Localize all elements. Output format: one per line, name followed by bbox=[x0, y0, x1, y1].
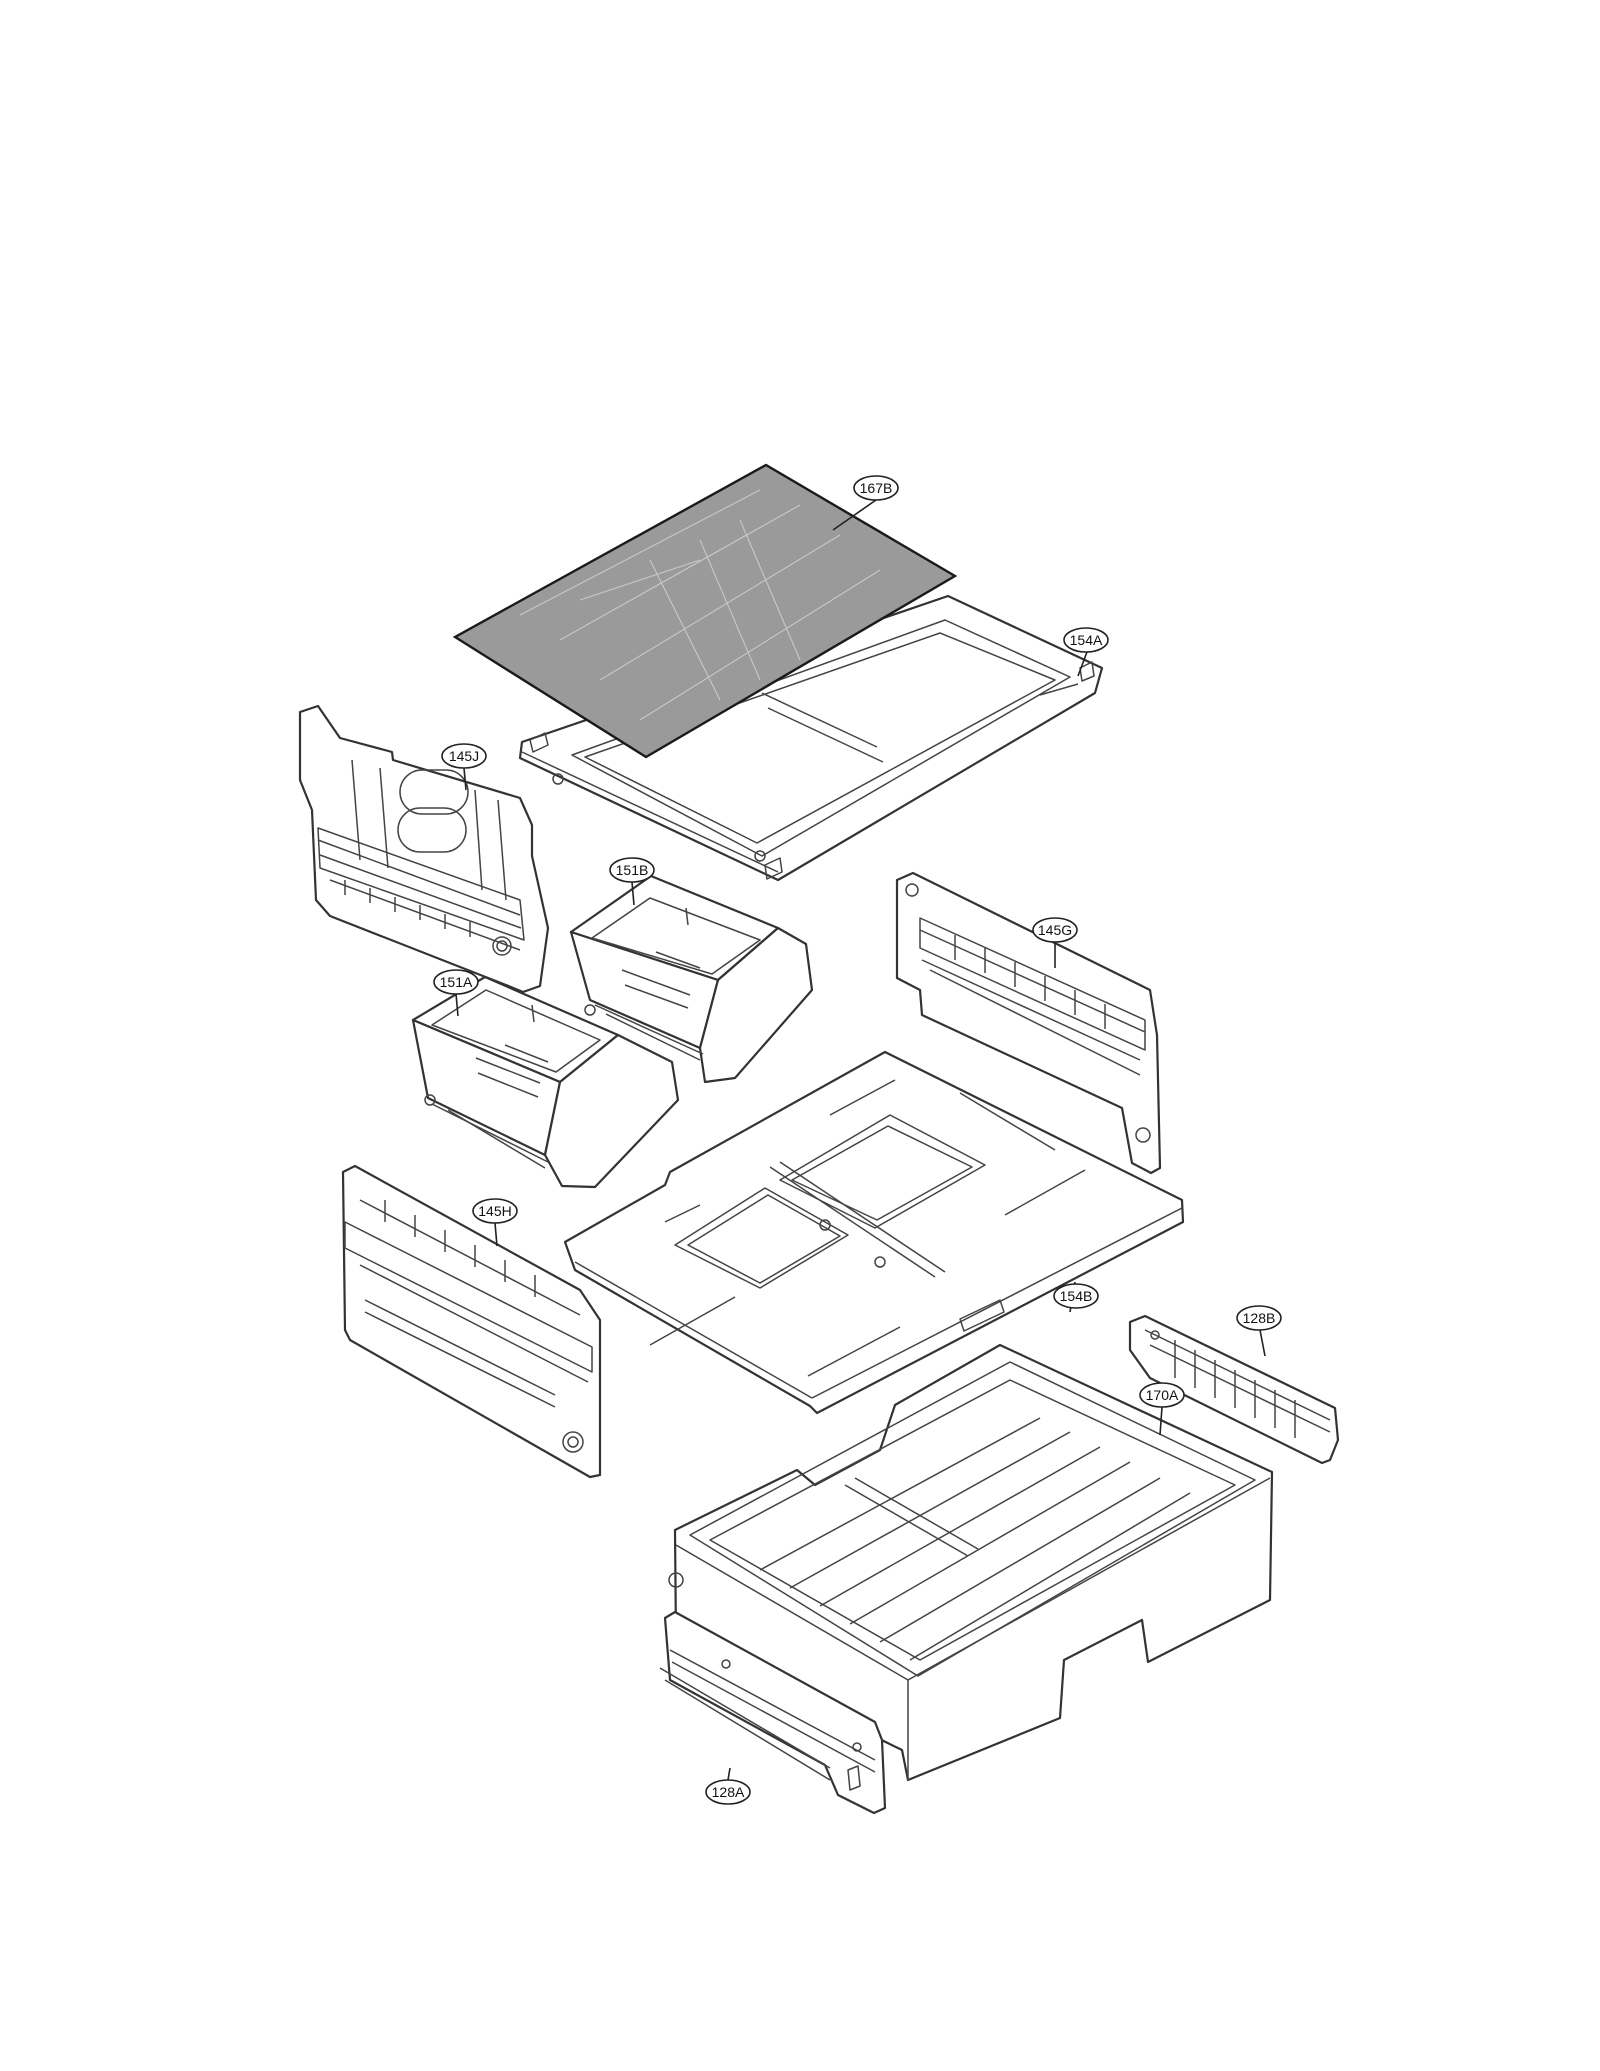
shelf-frame-part bbox=[518, 594, 1104, 882]
callout-154a: 154A bbox=[1063, 627, 1109, 653]
callout-label-170a: 170A bbox=[1146, 1387, 1179, 1403]
callout-label-154b: 154B bbox=[1060, 1288, 1093, 1304]
callout-154b: 154B bbox=[1053, 1283, 1099, 1309]
callout-label-151a: 151A bbox=[440, 974, 473, 990]
leader-128b bbox=[1259, 1329, 1266, 1357]
callout-145j: 145J bbox=[441, 743, 487, 769]
leader-lines bbox=[455, 499, 1266, 1781]
left-lower-rail-part bbox=[341, 1164, 602, 1479]
left-slide-rail-part bbox=[659, 1610, 887, 1815]
callout-167b: 167B bbox=[853, 475, 899, 501]
callout-151a: 151A bbox=[433, 969, 479, 995]
crisper-cover-part bbox=[563, 1050, 1185, 1415]
callout-label-145j: 145J bbox=[449, 748, 479, 764]
left-crisper-part bbox=[411, 975, 680, 1189]
leader-145h bbox=[494, 1222, 498, 1247]
leader-128a bbox=[727, 1767, 731, 1781]
leader-151b bbox=[631, 881, 635, 906]
callout-170a: 170A bbox=[1139, 1382, 1185, 1408]
callout-128b: 128B bbox=[1236, 1305, 1282, 1331]
callout-label-151b: 151B bbox=[616, 862, 649, 878]
glass-shelf-part bbox=[452, 463, 958, 759]
callout-label-128a: 128A bbox=[712, 1784, 745, 1800]
callout-label-167b: 167B bbox=[860, 480, 893, 496]
leader-170a bbox=[1159, 1406, 1163, 1436]
callout-label-145g: 145G bbox=[1038, 922, 1072, 938]
right-crisper-part bbox=[569, 874, 814, 1084]
leader-154a bbox=[1077, 651, 1088, 677]
pantry-drawer-part bbox=[668, 1343, 1274, 1782]
right-upper-rail-part bbox=[895, 871, 1162, 1175]
callout-145h: 145H bbox=[472, 1198, 518, 1224]
callout-label-154a: 154A bbox=[1070, 632, 1103, 648]
callout-label-145h: 145H bbox=[478, 1203, 511, 1219]
leader-145j bbox=[463, 767, 467, 791]
callout-128a: 128A bbox=[705, 1779, 751, 1805]
leader-167b bbox=[832, 499, 877, 531]
right-slide-rail-part bbox=[1128, 1314, 1340, 1465]
left-upper-rail-part bbox=[298, 704, 550, 994]
callout-151b: 151B bbox=[609, 857, 655, 883]
leader-151a bbox=[455, 993, 459, 1017]
callout-145g: 145G bbox=[1032, 917, 1078, 943]
callout-label-128b: 128B bbox=[1243, 1310, 1276, 1326]
